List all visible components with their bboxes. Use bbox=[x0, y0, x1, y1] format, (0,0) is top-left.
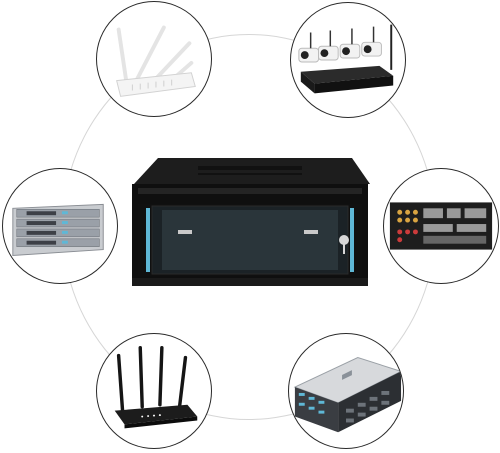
network-cabinet-icon bbox=[132, 158, 370, 286]
bubble-nvr-kit bbox=[290, 2, 406, 118]
bubble-storage-server bbox=[288, 333, 404, 449]
bubble-white-router bbox=[96, 1, 212, 117]
bubble-av-receiver bbox=[383, 168, 499, 284]
bubble-black-router bbox=[96, 333, 212, 449]
rack-servers-icon bbox=[12, 203, 104, 257]
wifi-router-white-icon bbox=[116, 25, 196, 97]
nvr-security-camera-kit-icon bbox=[298, 24, 394, 94]
wifi-router-black-icon bbox=[114, 346, 198, 429]
network-cabinet bbox=[128, 154, 372, 290]
bubble-rack-servers bbox=[2, 168, 118, 284]
storage-server-chassis-icon bbox=[293, 357, 403, 433]
av-receiver-rear-panel-icon bbox=[389, 202, 493, 250]
